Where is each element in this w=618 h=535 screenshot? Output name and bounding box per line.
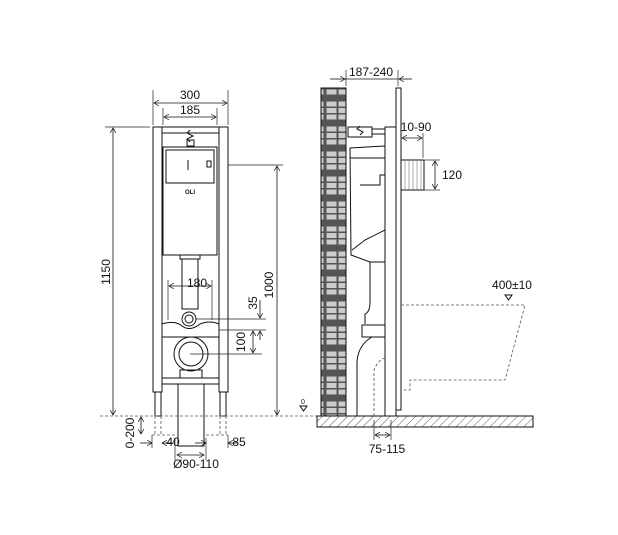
- brand-logo: OLI: [185, 190, 195, 196]
- dim-width-outer: 300: [180, 88, 200, 102]
- floor-level-marker: [299, 405, 308, 412]
- seat-height-marker: [504, 294, 513, 301]
- dim-drain-offset: 75-115: [369, 442, 406, 456]
- floor-level-label: 0: [301, 399, 305, 406]
- dim-height-total: 1150: [99, 259, 113, 285]
- floor-slab: [316, 415, 534, 428]
- dim-flange-height: 120: [442, 168, 462, 182]
- brick-wall: [320, 87, 347, 417]
- dim-height-flush: 1000: [262, 271, 276, 298]
- frame-post-left: [152, 126, 163, 393]
- dim-bolt-offset: 100: [234, 332, 248, 352]
- leg-right: [219, 391, 227, 417]
- front-view: OLI 300 185 1150 1000 180 35 1: [99, 88, 318, 471]
- dim-leg-adjust: 0-200: [123, 417, 137, 448]
- dim-width-inner: 185: [180, 103, 200, 117]
- water-inlet-icon: [356, 125, 364, 136]
- flush-outlet: [181, 311, 197, 327]
- drain-bend: [356, 336, 385, 417]
- dim-leg-right: 85: [232, 435, 246, 449]
- crossbar: [161, 321, 220, 338]
- dim-outlet-offset: 35: [246, 296, 260, 310]
- dim-leg-left: 40: [166, 435, 180, 449]
- dim-depth: 187-240: [349, 65, 393, 79]
- dim-flange-offset: 10-90: [401, 120, 432, 134]
- cistern-side: [349, 145, 386, 263]
- dim-seat-height: 400±10: [492, 278, 532, 292]
- leg-left: [154, 391, 162, 417]
- flush-plate-opening: [165, 149, 215, 184]
- frame-post: [384, 126, 397, 417]
- frame-post-right: [218, 126, 229, 393]
- side-view: 0 187-240 10-90 120 400±10 75-115: [299, 65, 534, 456]
- dim-drain-diameter: Ø90-110: [173, 457, 219, 471]
- cistern: [162, 146, 218, 256]
- wall-panel: [395, 87, 402, 411]
- dim-outlet-width: 180: [187, 276, 207, 290]
- toilet-bowl-outline: [401, 304, 526, 391]
- flush-flange: [400, 159, 425, 191]
- drain-pipe: [177, 383, 205, 447]
